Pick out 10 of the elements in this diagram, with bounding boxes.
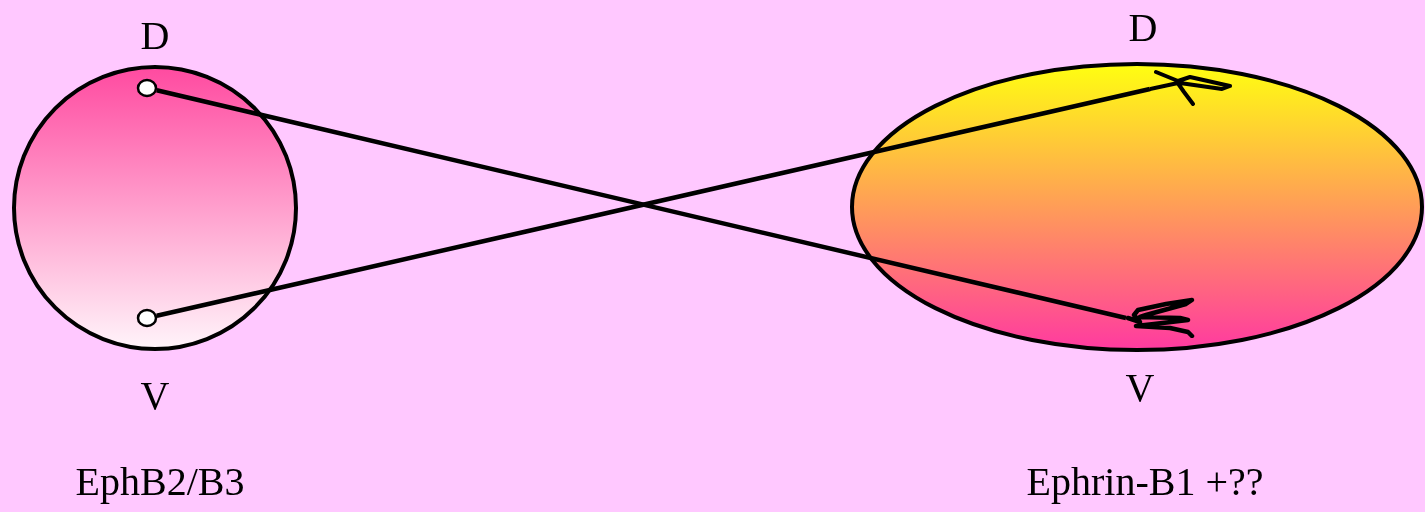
axis-label: D bbox=[1127, 4, 1159, 52]
node-label: Ephrin-B1 +?? bbox=[1025, 458, 1265, 506]
axis-label: V bbox=[1124, 364, 1156, 412]
axis-label: D bbox=[139, 12, 171, 60]
node-label: EphB2/B3 bbox=[74, 458, 246, 506]
cell-body-dot bbox=[136, 308, 158, 328]
cell-body-dot bbox=[136, 78, 158, 98]
axis-label: V bbox=[139, 372, 171, 420]
retina-circle bbox=[12, 65, 298, 351]
tectum-ellipse bbox=[850, 62, 1424, 352]
